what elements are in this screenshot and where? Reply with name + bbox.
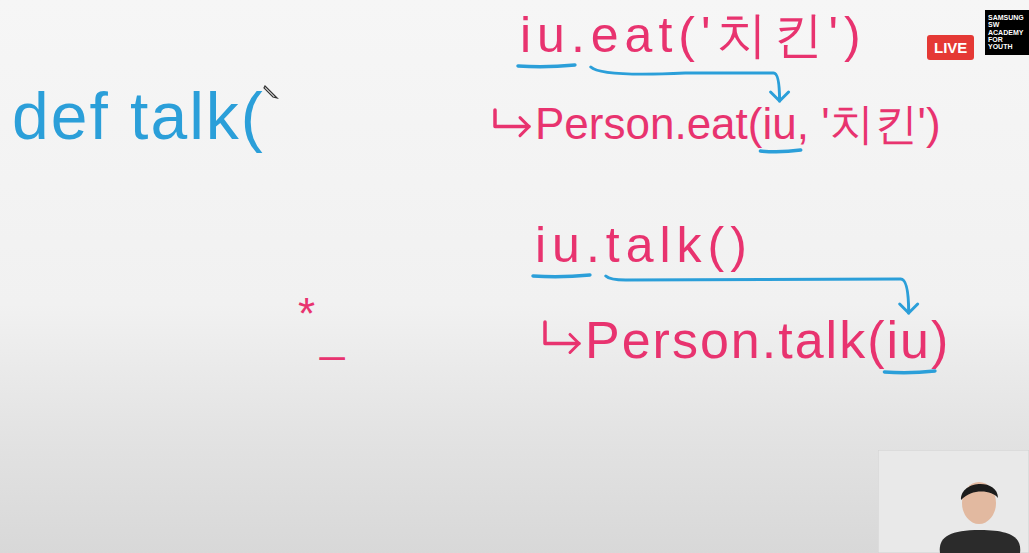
webcam-inset xyxy=(878,450,1029,553)
blue-arrow xyxy=(606,276,909,313)
code-text: iu.eat('치킨') xyxy=(520,8,867,63)
hook-arrow-head xyxy=(570,334,579,352)
person-body xyxy=(940,530,1020,553)
hook-arrow xyxy=(495,110,529,127)
live-badge: LIVE xyxy=(927,35,974,60)
person-hair xyxy=(961,484,998,500)
code-text: Person.eat(iu, '치킨') xyxy=(535,100,941,148)
code-text: iu.talk() xyxy=(535,218,753,273)
pencil-shape xyxy=(264,86,277,98)
blue-underline xyxy=(533,275,590,277)
blue-underline xyxy=(518,65,575,67)
node-text: LIVE xyxy=(934,39,967,56)
hook-arrow-head xyxy=(520,118,529,136)
academy-logo: SAMSUNG SW ACADEMY FOR YOUTH xyxy=(985,10,1029,55)
code-text: Person.talk(iu) xyxy=(585,312,950,369)
blue-underline xyxy=(760,150,800,152)
webcam-frame xyxy=(878,450,1029,553)
blue-arrow xyxy=(591,67,780,101)
code-text: def talk( xyxy=(12,80,265,153)
node-text: SAMSUNG SW ACADEMY FOR YOUTH xyxy=(988,14,1026,51)
underscore-mark: _ xyxy=(320,312,344,360)
webcam-ground xyxy=(878,450,1029,553)
blue-underline xyxy=(884,371,934,373)
star-mark: * xyxy=(298,290,315,338)
